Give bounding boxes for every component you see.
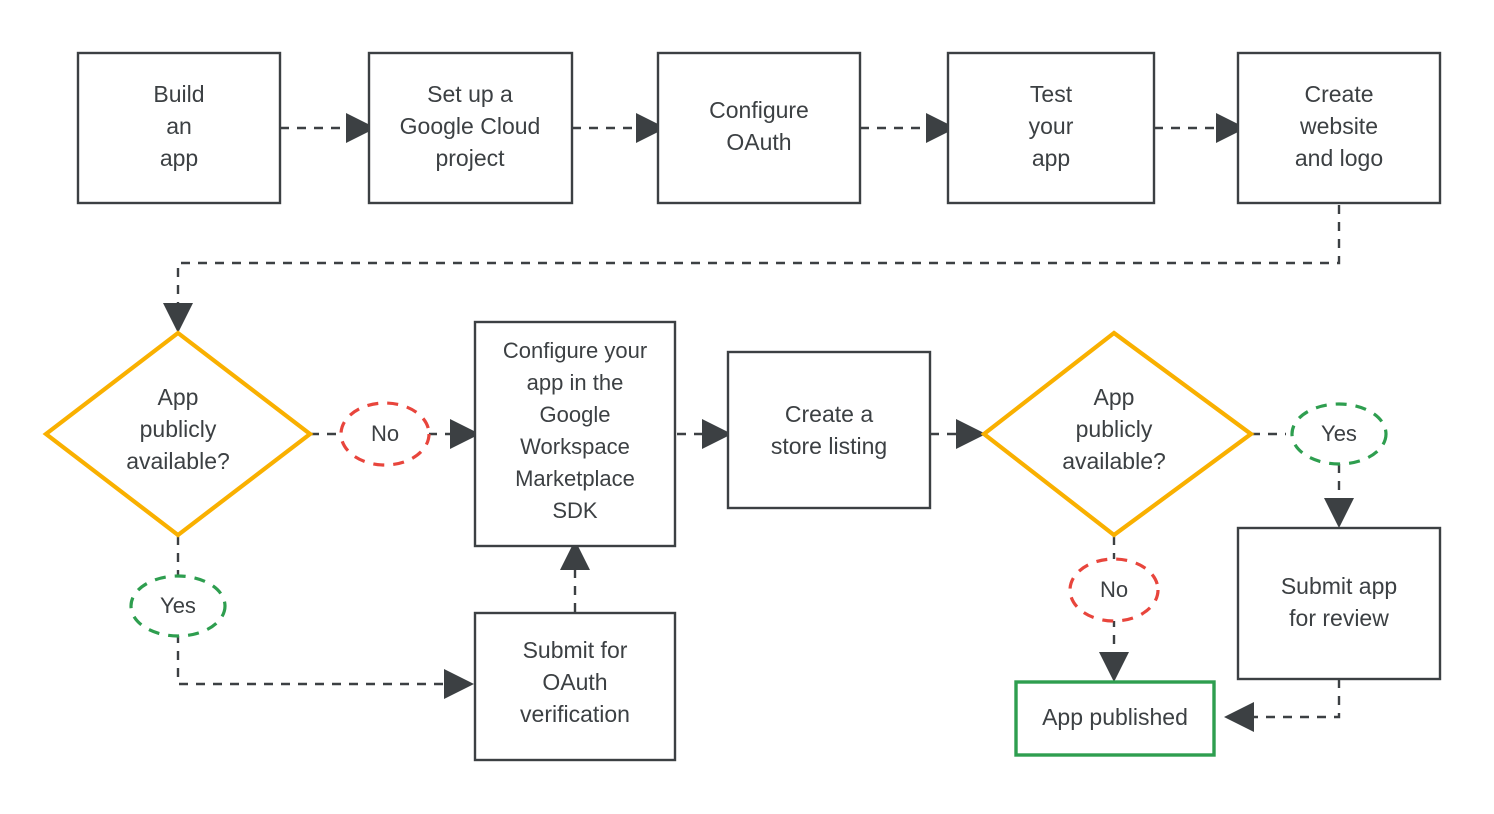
node-app-published[interactable]: App published xyxy=(1014,680,1216,757)
edge-build-to-setup xyxy=(280,113,376,143)
decision-right-line-1: App xyxy=(1094,384,1135,410)
edge-oauthverify-to-sdk xyxy=(560,540,590,612)
edge-setup-to-oauth xyxy=(572,113,666,143)
node-set-up-project-line-2: Google Cloud xyxy=(400,113,541,139)
edge-createwebsite-to-decision-left xyxy=(163,205,1341,333)
node-build-an-app-line-2: an xyxy=(166,113,192,139)
edge-label-yes-left-text: Yes xyxy=(160,593,196,618)
node-test-your-app-line-3: app xyxy=(1032,145,1070,171)
edge-label-yes-right: Yes xyxy=(1290,402,1388,466)
node-configure-oauth-line-1: Configure xyxy=(709,97,809,123)
node-set-up-google-cloud-project[interactable]: Set up a Google Cloud project xyxy=(367,51,574,205)
node-set-up-project-line-3: project xyxy=(435,145,505,171)
decision-right-line-3: available? xyxy=(1062,448,1166,474)
sdk-line-1: Configure your xyxy=(503,338,647,363)
node-decision-app-publicly-available-left[interactable]: App publicly available? xyxy=(42,330,314,538)
node-configure-oauth[interactable]: Configure OAuth xyxy=(656,51,862,205)
node-configure-oauth-line-2: OAuth xyxy=(726,129,791,155)
app-published-line-1: App published xyxy=(1042,704,1188,730)
edge-listing-to-decision-right xyxy=(930,419,986,449)
decision-right-line-2: publicly xyxy=(1076,416,1153,442)
node-create-website-and-logo[interactable]: Create website and logo xyxy=(1236,51,1442,205)
node-decision-app-publicly-available-right[interactable]: App publicly available? xyxy=(980,330,1255,538)
sdk-line-3: Google xyxy=(540,402,611,427)
node-create-website-line-2: website xyxy=(1299,113,1378,139)
node-test-your-app-line-2: your xyxy=(1029,113,1074,139)
edge-decision-left-yes xyxy=(176,536,474,699)
edge-sdk-to-listing xyxy=(677,419,732,449)
edge-label-yes-left: Yes xyxy=(129,574,227,638)
node-test-your-app[interactable]: Test your app xyxy=(946,51,1156,205)
submit-review-line-2: for review xyxy=(1289,605,1389,631)
node-build-an-app-line-3: app xyxy=(160,145,198,171)
edge-label-no-left-text: No xyxy=(371,421,399,446)
edge-oauth-to-test xyxy=(860,113,956,143)
node-submit-app-for-review[interactable]: Submit app for review xyxy=(1236,526,1442,681)
oauth-verify-line-3: verification xyxy=(520,701,630,727)
node-build-an-app[interactable]: Build an app xyxy=(76,51,282,205)
edge-label-yes-right-text: Yes xyxy=(1321,421,1357,446)
decision-left-line-3: available? xyxy=(126,448,230,474)
edge-label-no-left: No xyxy=(339,401,431,467)
submit-review-line-1: Submit app xyxy=(1281,573,1397,599)
edge-review-to-published xyxy=(1224,679,1341,732)
edge-decision-right-no xyxy=(1099,536,1129,682)
edge-decision-left-no xyxy=(310,419,480,449)
sdk-line-4: Workspace xyxy=(520,434,630,459)
edge-test-to-create-website xyxy=(1154,113,1246,143)
node-submit-for-oauth-verification[interactable]: Submit for OAuth verification xyxy=(473,611,677,762)
node-set-up-project-line-1: Set up a xyxy=(427,81,513,107)
node-configure-app-marketplace-sdk[interactable]: Configure your app in the Google Workspa… xyxy=(473,320,677,548)
oauth-verify-line-1: Submit for xyxy=(523,637,628,663)
edge-label-no-right-text: No xyxy=(1100,577,1128,602)
sdk-line-6: SDK xyxy=(552,498,598,523)
store-listing-line-2: store listing xyxy=(771,433,887,459)
store-listing-line-1: Create a xyxy=(785,401,873,427)
decision-left-line-1: App xyxy=(158,384,199,410)
edge-label-no-right: No xyxy=(1068,557,1160,623)
sdk-line-5: Marketplace xyxy=(515,466,635,491)
oauth-verify-line-2: OAuth xyxy=(542,669,607,695)
decision-left-line-2: publicly xyxy=(140,416,217,442)
sdk-line-2: app in the xyxy=(527,370,624,395)
node-create-website-line-1: Create xyxy=(1304,81,1373,107)
node-test-your-app-line-1: Test xyxy=(1030,81,1073,107)
node-build-an-app-line-1: Build xyxy=(153,81,204,107)
node-create-a-store-listing[interactable]: Create a store listing xyxy=(726,350,932,510)
node-create-website-line-3: and logo xyxy=(1295,145,1383,171)
edge-decision-right-yes xyxy=(1251,432,1354,528)
